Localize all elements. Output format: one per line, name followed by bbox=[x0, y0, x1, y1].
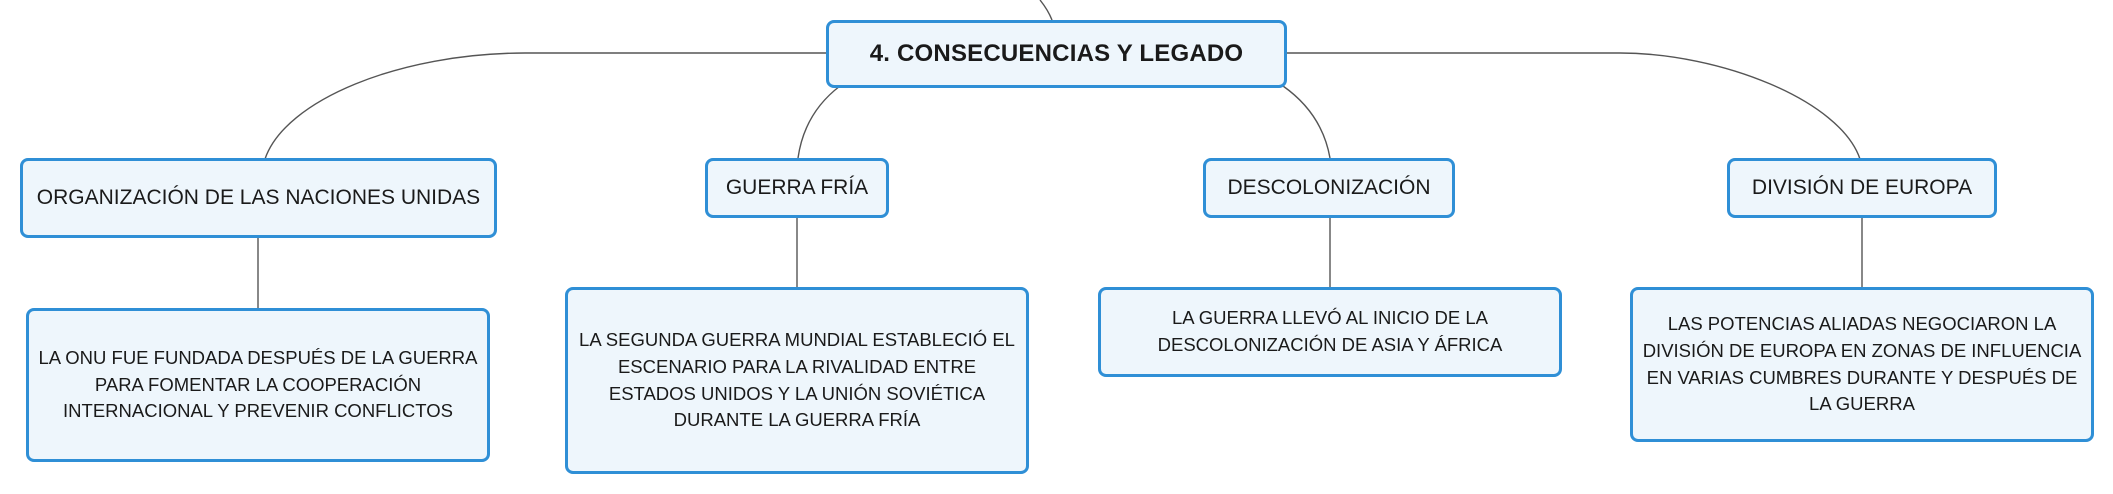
detail-text: LA GUERRA LLEVÓ AL INICIO DE LA DESCOLON… bbox=[1157, 307, 1503, 355]
root-label: 4. CONSECUENCIAS Y LEGADO bbox=[869, 39, 1244, 67]
root-node[interactable]: 4. CONSECUENCIAS Y LEGADO bbox=[826, 20, 1287, 88]
detail-node-division-of-europe[interactable]: LAS POTENCIAS ALIADAS NEGOCIARON LA DIVI… bbox=[1630, 287, 2094, 442]
branch-title: ORGANIZACIÓN DE LAS NACIONES UNIDAS bbox=[36, 185, 481, 209]
branch-title: GUERRA FRÍA bbox=[725, 175, 869, 199]
branch-node-united-nations[interactable]: ORGANIZACIÓN DE LAS NACIONES UNIDAS bbox=[20, 158, 497, 238]
detail-node-united-nations[interactable]: LA ONU FUE FUNDADA DESPUÉS DE LA GUERRA … bbox=[26, 308, 490, 462]
branch-node-division-of-europe[interactable]: DIVISIÓN DE EUROPA bbox=[1727, 158, 1997, 218]
branch-node-cold-war[interactable]: GUERRA FRÍA bbox=[705, 158, 889, 218]
connector-root-to-branch-1 bbox=[264, 52, 826, 160]
connector-root-to-branch-4 bbox=[1287, 52, 1861, 160]
detail-text: LA SEGUNDA GUERRA MUNDIAL ESTABLECIÓ EL … bbox=[579, 328, 1015, 431]
detail-node-cold-war[interactable]: LA SEGUNDA GUERRA MUNDIAL ESTABLECIÓ EL … bbox=[565, 287, 1029, 474]
detail-text: LAS POTENCIAS ALIADAS NEGOCIARON LA DIVI… bbox=[1642, 312, 2082, 415]
detail-text: LA ONU FUE FUNDADA DESPUÉS DE LA GUERRA … bbox=[38, 346, 478, 422]
connector-parent-to-root bbox=[1039, 0, 1053, 21]
branch-node-decolonization[interactable]: DESCOLONIZACIÓN bbox=[1203, 158, 1455, 218]
connector-root-to-branch-2 bbox=[797, 85, 841, 159]
branch-title: DIVISIÓN DE EUROPA bbox=[1751, 175, 1973, 199]
detail-node-decolonization[interactable]: LA GUERRA LLEVÓ AL INICIO DE LA DESCOLON… bbox=[1098, 287, 1562, 377]
branch-title: DESCOLONIZACIÓN bbox=[1227, 175, 1431, 199]
connector-root-to-branch-3 bbox=[1282, 85, 1331, 159]
